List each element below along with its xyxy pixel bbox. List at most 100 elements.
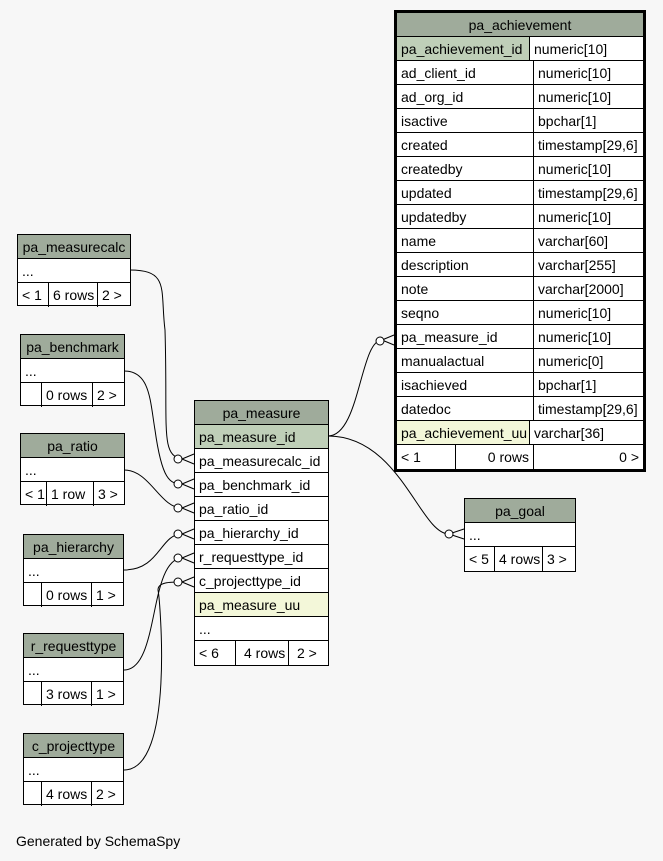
next-link[interactable]: 3 > (542, 547, 567, 571)
edge-measurecalc (129, 269, 183, 460)
next-link[interactable]: 1 > (91, 583, 116, 607)
column-pa-ratio-id[interactable]: pa_ratio_id (199, 500, 269, 517)
prev-link[interactable]: < 1 (25, 486, 45, 502)
column-pa-hierarchy-id[interactable]: pa_hierarchy_id (199, 524, 299, 541)
columns-ellipsis: ... (469, 526, 481, 543)
columns-ellipsis: ... (28, 661, 40, 678)
table-pa-hierarchy[interactable]: pa_hierarchy ... 0 rows 1 > (23, 534, 124, 607)
column-pa-measure-id[interactable]: pa_measure_id (199, 428, 296, 445)
column-name[interactable]: updatedby (401, 208, 467, 225)
edge-goal (327, 435, 450, 535)
next-link[interactable]: 2 > (97, 283, 122, 307)
column-type: numeric[10] (533, 85, 611, 108)
column-name[interactable]: datedoc (401, 400, 451, 417)
table-c-projecttype[interactable]: c_projecttype ... 4 rows 2 > (23, 733, 124, 806)
column-pa-benchmark-id[interactable]: pa_benchmark_id (199, 476, 311, 493)
row-count: 1 row (46, 482, 93, 506)
edge-ratio (123, 469, 183, 509)
column-type: varchar[60] (533, 229, 608, 252)
column-type: varchar[2000] (533, 277, 624, 300)
next-link[interactable]: 2 > (91, 782, 116, 806)
column-name[interactable]: updated (401, 184, 452, 201)
column-type: numeric[10] (533, 205, 611, 228)
row-count: 4 rows (494, 547, 542, 571)
row-count: 6 rows (48, 283, 97, 307)
column-c-projecttype-id[interactable]: c_projecttype_id (199, 572, 301, 589)
column-pa-measurecalc-id[interactable]: pa_measurecalc_id (199, 452, 321, 469)
column-name[interactable]: seqno (401, 304, 440, 321)
table-title[interactable]: pa_hierarchy (24, 535, 123, 559)
columns-ellipsis: ... (28, 761, 40, 778)
column-name[interactable]: pa_achievement_id (397, 37, 529, 60)
edge-hierarchy (123, 533, 183, 571)
table-pa-benchmark[interactable]: pa_benchmark ... 0 rows 2 > (20, 334, 125, 407)
table-title[interactable]: pa_measurecalc (18, 235, 130, 259)
table-pa-ratio[interactable]: pa_ratio ... < 1 1 row 3 > (20, 433, 125, 506)
prev-link[interactable]: < 1 (401, 449, 421, 465)
columns-ellipsis: ... (28, 562, 40, 579)
column-type: timestamp[29,6] (533, 397, 638, 420)
column-name[interactable]: description (401, 256, 469, 273)
column-name[interactable]: note (401, 280, 429, 297)
next-link[interactable]: 1 > (91, 682, 116, 706)
next-link[interactable]: 3 > (93, 482, 118, 506)
table-title[interactable]: pa_goal (465, 499, 575, 523)
row-count: 3 rows (41, 682, 91, 706)
table-title[interactable]: r_requesttype (24, 634, 123, 658)
table-title[interactable]: c_projecttype (24, 734, 123, 758)
table-pa-goal[interactable]: pa_goal ... < 5 4 rows 3 > (464, 498, 576, 572)
next-link[interactable]: 2 > (288, 641, 317, 665)
column-type: numeric[0] (533, 349, 603, 372)
column-name[interactable]: created (401, 136, 448, 153)
column-type: timestamp[29,6] (533, 133, 638, 156)
table-r-requesttype[interactable]: r_requesttype ... 3 rows 1 > (23, 633, 124, 706)
row-count: 0 rows (41, 583, 91, 607)
column-type: varchar[36] (529, 421, 604, 444)
table-title[interactable]: pa_ratio (21, 434, 124, 458)
table-pa-achievement[interactable]: pa_achievement pa_achievement_id numeric… (394, 10, 646, 472)
column-type: varchar[255] (533, 253, 616, 276)
columns-ellipsis: ... (25, 461, 37, 478)
column-r-requesttype-id[interactable]: r_requesttype_id (199, 548, 304, 565)
prev-link[interactable]: < 1 (22, 287, 42, 303)
column-type: timestamp[29,6] (533, 181, 638, 204)
edge-benchmark (123, 370, 183, 485)
edge-achievement (327, 339, 383, 437)
next-link[interactable]: 2 > (92, 383, 117, 407)
column-name[interactable]: name (401, 232, 437, 249)
table-pa-measurecalc[interactable]: pa_measurecalc ... < 1 6 rows 2 > (17, 234, 131, 307)
column-name[interactable]: ad_client_id (401, 64, 476, 81)
column-name[interactable]: pa_achievement_uu (397, 421, 529, 444)
column-type: bpchar[1] (533, 373, 596, 396)
edge-projecttype (123, 581, 183, 771)
row-count: 4 rows (41, 782, 91, 806)
column-name[interactable]: isactive (401, 112, 448, 129)
table-pa-measure[interactable]: pa_measure pa_measure_id pa_measurecalc_… (194, 400, 329, 666)
column-name[interactable]: ad_org_id (401, 88, 464, 105)
next-link[interactable]: 0 > (533, 445, 643, 469)
table-title[interactable]: pa_measure (195, 401, 328, 425)
table-title[interactable]: pa_benchmark (21, 335, 124, 359)
column-type: numeric[10] (533, 301, 611, 324)
column-name[interactable]: manualactual (401, 352, 485, 369)
footer-text: Generated by SchemaSpy (16, 833, 181, 849)
row-count: 0 rows (41, 383, 92, 407)
column-type: numeric[10] (529, 37, 607, 60)
row-count: 0 rows (455, 445, 533, 469)
column-name[interactable]: createdby (401, 160, 463, 177)
prev-link[interactable]: < 6 (199, 645, 219, 661)
column-name[interactable]: isachieved (401, 376, 468, 393)
table-title[interactable]: pa_achievement (397, 13, 643, 37)
column-type: numeric[10] (533, 157, 611, 180)
prev-link[interactable]: < 5 (469, 551, 489, 567)
columns-ellipsis: ... (22, 262, 34, 279)
column-type: bpchar[1] (533, 109, 596, 132)
row-count: 4 rows (235, 641, 288, 665)
columns-ellipsis: ... (25, 362, 37, 379)
column-type: numeric[10] (533, 61, 611, 84)
column-pa-measure-uu[interactable]: pa_measure_uu (199, 596, 301, 613)
edge-requesttype (123, 557, 183, 671)
column-name[interactable]: pa_measure_id (401, 328, 498, 345)
column-type: numeric[10] (533, 325, 611, 348)
